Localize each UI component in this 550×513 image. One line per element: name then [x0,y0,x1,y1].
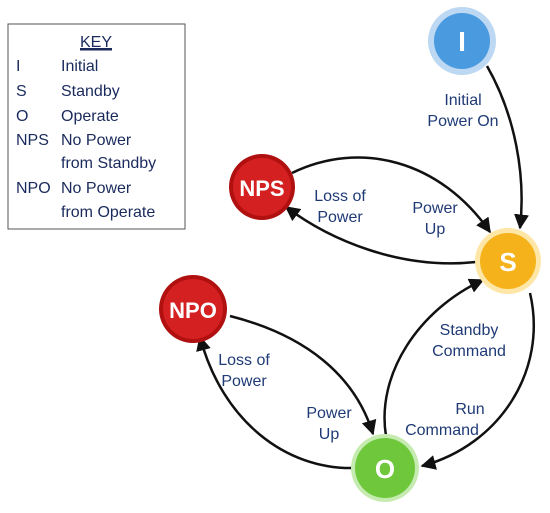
node-operate-label: O [375,454,395,484]
edge-s-to-o [420,292,535,470]
edges [196,65,535,470]
key-desc-nps-line1: No Power [61,132,132,149]
node-npo-circle [163,279,223,339]
node-nps-circle [233,158,291,216]
key-abbr-nps: NPS [16,132,49,149]
edge-label-standby-command-line1: Standby [440,322,499,339]
node-operate-circle [355,438,415,498]
node-initial-circle [434,13,490,69]
edge-labels: Initial Power On Loss of Power Power Up … [218,92,506,443]
node-initial: I [428,7,496,75]
edge-label-standby-command-line2: Command [432,343,506,360]
edge-label-power-up-s-line1: Power [412,200,458,217]
edge-label-power-up-o-line2: Up [319,426,340,443]
key-desc-npo-line1: No Power [61,180,132,197]
edge-label-loss-of-power-npo-line1: Loss of [218,352,270,369]
node-npo-label: NPO [169,298,217,323]
edge-label-run-command-line1: Run [455,401,484,418]
edge-label-loss-of-power-nps-line2: Power [317,209,363,226]
node-nps: NPS [229,154,295,220]
node-initial-label: I [458,26,466,57]
edge-label-run-command-line2: Command [405,422,479,439]
node-nps-label: NPS [239,176,284,201]
edge-label-loss-of-power-npo-line2: Power [221,373,267,390]
edge-label-power-up-s-line2: Up [425,221,446,238]
node-standby-circle [480,233,536,289]
node-standby-label: S [499,247,516,277]
edge-label-loss-of-power-nps-line1: Loss of [314,188,366,205]
key-desc-nps-line2: from Standby [61,155,156,172]
edge-label-initial-power-on-line2: Power On [427,113,498,130]
key-desc-npo-line2: from Operate [61,204,155,221]
edge-label-power-up-o-line1: Power [306,405,352,422]
node-operate: O [351,434,419,502]
key-box [7,23,186,230]
edge-o-to-npo [196,335,356,470]
edge-label-initial-power-on-line1: Initial [444,92,481,109]
node-npo: NPO [159,275,227,343]
key-desc-i: Initial [61,58,98,75]
key-desc-o: Operate [61,108,119,125]
key-legend: KEY I Initial S Standby O Operate NPS No… [7,23,186,230]
key-abbr-i: I [16,58,20,75]
key-desc-s: Standby [61,83,120,100]
key-abbr-npo: NPO [16,180,51,197]
edge-nps-to-s [291,156,492,234]
edge-npo-to-o [229,314,377,436]
edge-i-to-s [485,65,529,230]
node-standby: S [475,228,541,294]
key-title: KEY [80,34,112,51]
key-abbr-o: O [16,108,28,125]
edge-o-to-s [383,278,485,437]
key-abbr-s: S [16,83,27,100]
edge-s-to-nps [284,205,477,265]
